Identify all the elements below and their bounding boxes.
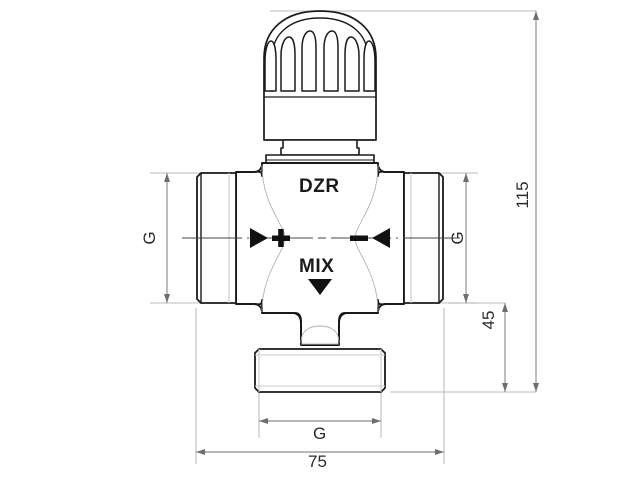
flow-arrow-right-icon — [250, 228, 268, 248]
body-marking-label: DZR — [299, 176, 340, 197]
outlet-marking-label: MIX — [299, 256, 335, 277]
minus-sign-icon — [350, 235, 368, 241]
knob-collar — [265, 139, 375, 164]
dim-label-bottom-thread: G — [313, 424, 327, 443]
extension-lines — [150, 10, 536, 464]
flow-arrow-down-icon — [308, 279, 332, 295]
dim-label-right-thread: G — [448, 231, 467, 245]
flow-arrow-left-icon — [372, 228, 390, 248]
dim-label-overall-width: 75 — [308, 452, 327, 471]
bottom-port-thread — [254, 348, 386, 393]
knob-fin-slots — [264, 30, 376, 92]
dimension-lines — [164, 11, 539, 455]
dim-label-center-height: 45 — [479, 310, 498, 330]
plus-sign-icon — [272, 229, 290, 247]
dim-label-overall-height: 115 — [513, 181, 532, 209]
dim-label-left-thread: G — [140, 231, 159, 245]
